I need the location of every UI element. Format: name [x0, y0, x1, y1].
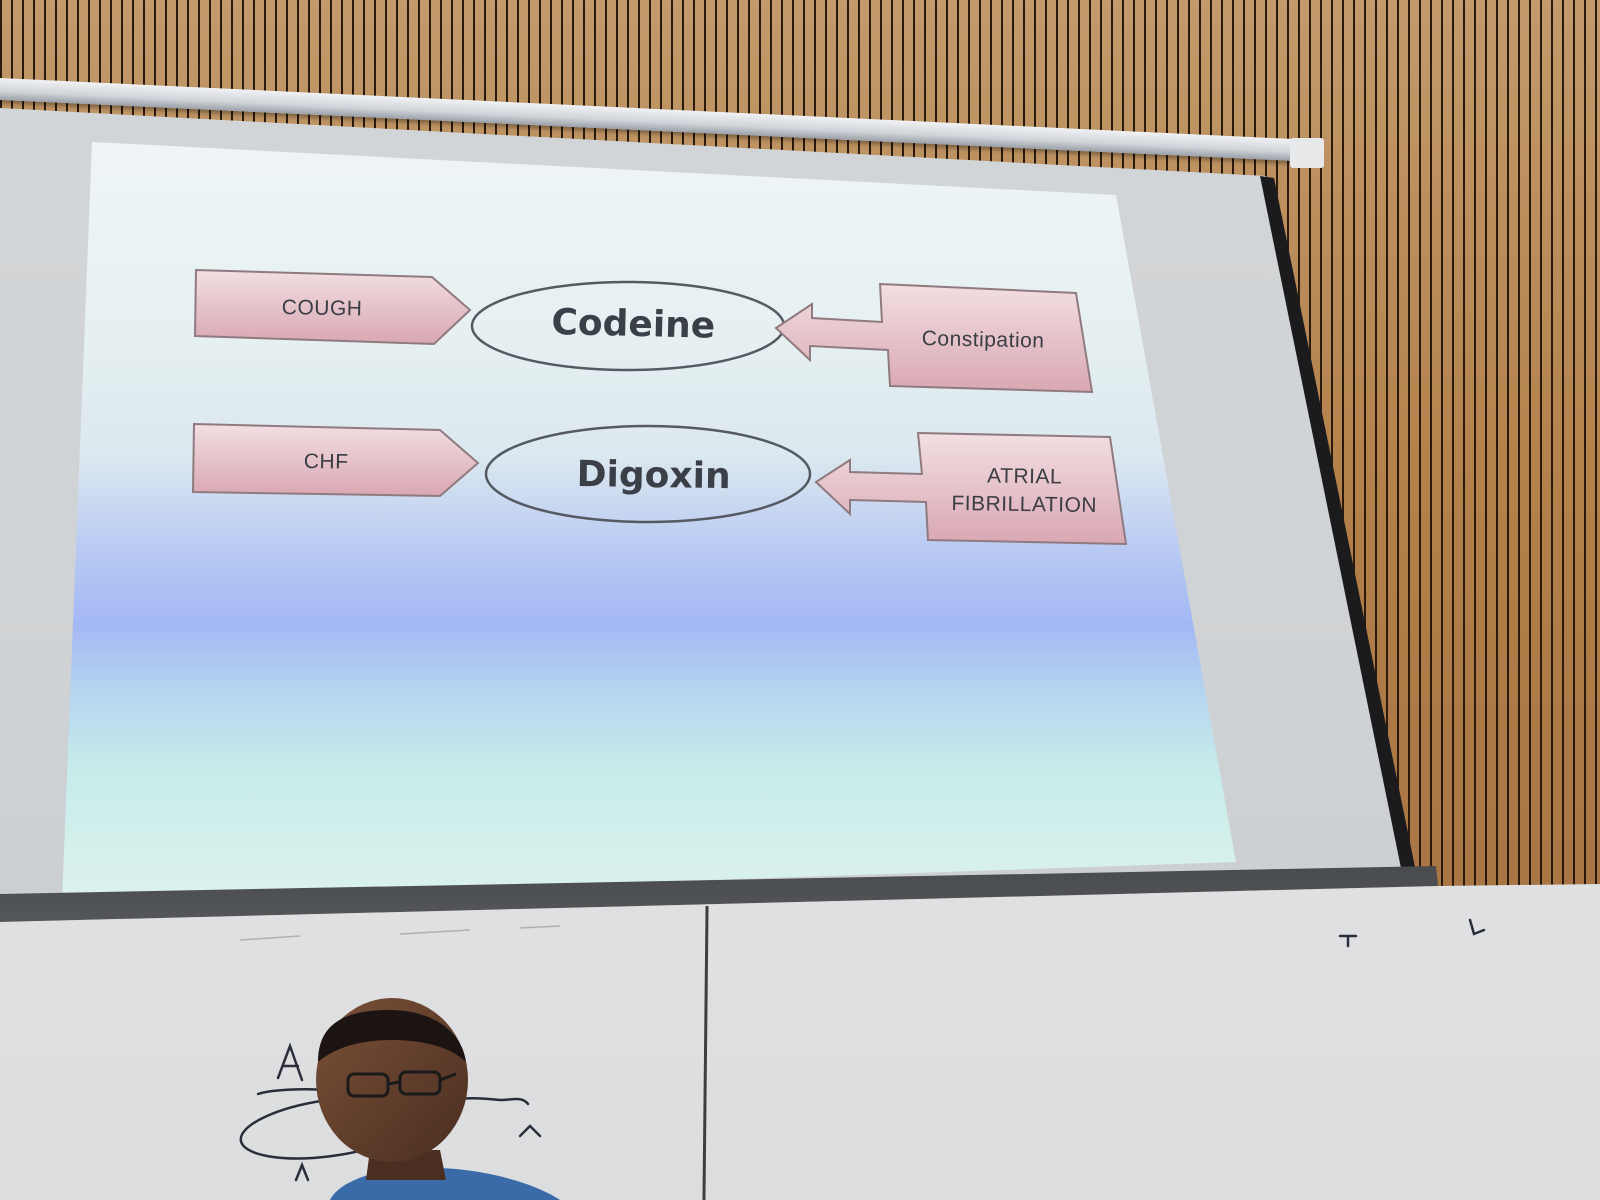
digoxin-oval [484, 424, 812, 524]
presenter-hair [318, 1010, 466, 1062]
glasses-icon [346, 1070, 457, 1098]
constipation-callout [774, 282, 1094, 394]
presenter-shirt [330, 1167, 560, 1200]
chf-arrow-box [191, 422, 480, 498]
atrial-fibrillation-callout [814, 431, 1128, 546]
screen-housing-cap [1290, 138, 1324, 168]
cough-arrow-box [193, 268, 472, 346]
